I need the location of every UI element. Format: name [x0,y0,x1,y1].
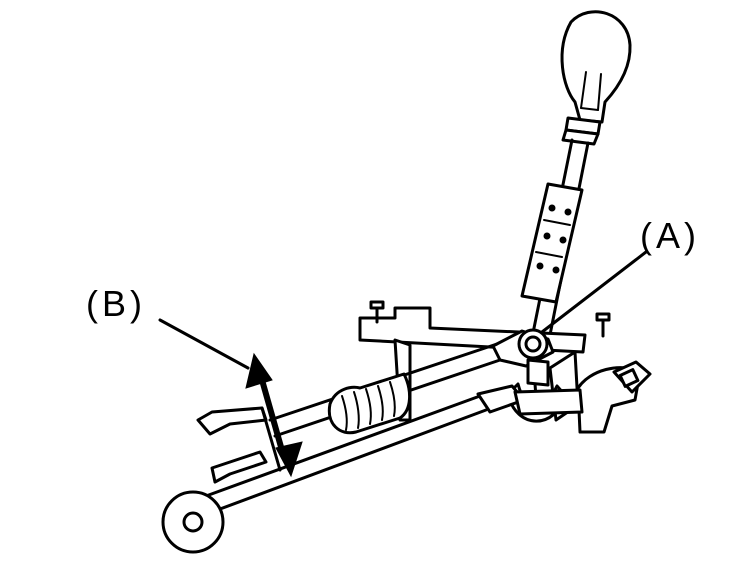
lever-sleeve [520,182,584,304]
stay-rod-eye [161,490,225,554]
callout-label-a: (A) [640,215,700,256]
leader-line-b [158,318,250,370]
rear-bracket [576,360,652,434]
lever-collar [561,116,602,146]
double-arrow-icon [245,352,303,478]
rod-fork [196,406,282,484]
callout-label-b: (B) [86,283,146,324]
ball-joint-a [491,328,555,368]
gear-lever-knob [560,10,632,124]
lower-stay-rod [204,384,584,514]
boot-bellows [327,372,411,435]
leader-line-a [540,250,648,334]
